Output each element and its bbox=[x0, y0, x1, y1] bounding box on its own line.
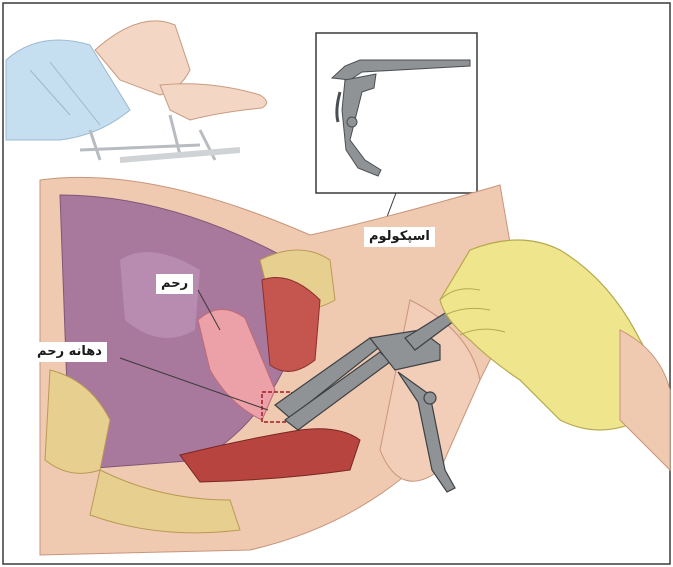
uterus-label: رحم bbox=[156, 274, 193, 294]
speculum-label: اسپکولوم bbox=[364, 227, 435, 247]
cervix-label: دهانه رحم bbox=[32, 342, 107, 362]
